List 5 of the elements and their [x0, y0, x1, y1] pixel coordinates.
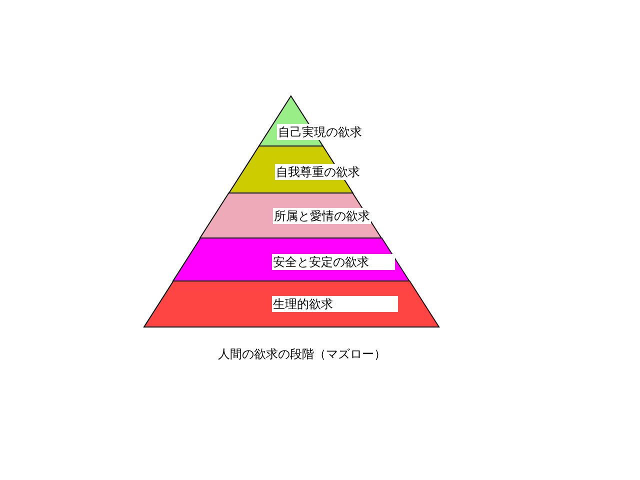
caption: 人間の欲求の段階（マズロー）	[218, 346, 386, 363]
level-label: 安全と安定の欲求	[272, 254, 395, 270]
level-label: 生理的欲求	[272, 296, 398, 312]
level-label: 所属と愛情の欲求	[272, 208, 371, 224]
level-label: 自己実現の欲求	[276, 124, 363, 140]
